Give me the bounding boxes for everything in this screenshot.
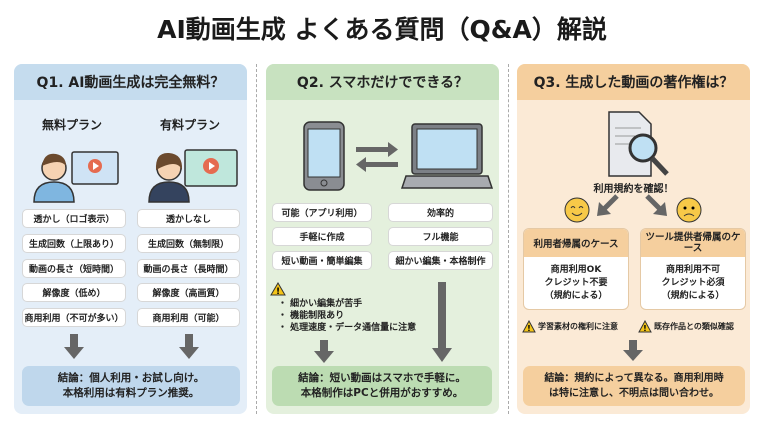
warning-similarity: ! 既存作品との類似確認 [638,320,734,333]
paid-item: 商用利用（可能） [137,308,240,327]
conclusion-line: 結論：規約によって異なる。商用利用時 [544,373,724,384]
q1-conclusion: 結論：個人利用・お試し向け。 本格利用は有料プラン推奨。 [22,366,240,406]
phone-item: 手軽に作成 [272,227,372,246]
down-arrow-icon [432,282,452,362]
conclusion-line: 結論：短い動画はスマホで手軽に。 [298,372,466,384]
divider [508,64,509,414]
conclusion-line: 本格制作はPCと併用がおすすめ。 [300,387,464,399]
svg-text:!: ! [276,287,280,296]
warning-text: 学習素材の権利に注意 [538,321,618,331]
case-line: （規約による） [661,291,725,301]
case-line: 商用利用OK [550,265,602,275]
warning-training-data: ! 学習素材の権利に注意 [522,320,618,333]
case-line: 商用利用不可 [665,265,720,275]
q3-title: Q3. 生成した動画の著作権は？ [517,64,750,100]
paid-plan-label: 有料プラン [159,118,220,132]
warning-icon: ! [638,320,652,333]
tool-provider-ownership-case: ツール提供者帰属のケース 商用利用不可 クレジット必須 （規約による） [640,228,746,310]
page-title: AI動画生成 よくある質問（Q&A）解説 [157,15,607,44]
case-line: クレジット不要 [544,278,608,288]
pc-item: 効率的 [388,203,493,222]
smiling-face-icon [564,197,590,223]
conclusion-line: 結論：個人利用・お試し向け。 [57,372,205,384]
laptop-icon [400,123,494,189]
q2-warnings: ・ 細かい編集が苦手 ・ 機能制限あり ・ 処理速度・データ通信量に注意 [278,298,416,334]
q1-title: Q1. AI動画生成は完全無料？ [14,64,247,100]
arrow-down-left-icon [597,194,619,216]
paid-item: 生成回数（無制限） [137,234,240,253]
free-item: 商用利用（不可が多い） [22,308,126,327]
conclusion-line: は特に注意し、不明点は問い合わせ。 [549,388,719,399]
phone-item: 短い動画・簡単編集 [272,251,372,270]
paid-item: 動画の長さ（長時間） [137,259,240,278]
q3-panel: Q3. 生成した動画の著作権は？ 利用規約を確認！ 利用者帰属のケース 商用利用… [517,64,750,414]
case-line: （規約による） [544,291,608,301]
case-title: 利用者帰属のケース [524,229,628,257]
pc-item: 細かい編集・本格制作 [388,251,493,270]
warning-text: 既存作品との類似確認 [654,321,734,331]
warning-icon: ! [522,320,536,333]
pc-item: フル機能 [388,227,493,246]
paid-user-video-icon [148,149,238,203]
divider [256,64,257,414]
case-line: クレジット必須 [661,278,725,288]
phone-item: 可能（アプリ利用） [272,203,372,222]
warning-item: ・ 処理速度・データ通信量に注意 [278,323,417,333]
user-ownership-case: 利用者帰属のケース 商用利用OK クレジット不要 （規約による） [523,228,629,310]
check-terms-label: 利用規約を確認！ [593,184,674,195]
q2-conclusion: 結論：短い動画はスマホで手軽に。 本格制作はPCと併用がおすすめ。 [272,366,492,406]
q2-panel: Q2. スマホだけでできる？ 可能（アプリ利用） 手軽に作成 短い動画・簡単編集… [266,64,499,414]
free-item: 透かし（ロゴ表示） [22,209,126,228]
warning-item: ・ 機能制限あり [278,311,345,321]
down-arrow-icon [314,340,334,363]
free-item: 動画の長さ（短時間） [22,259,126,278]
paid-item: 解像度（高画質） [137,283,240,302]
worried-face-icon [676,197,702,223]
svg-text:!: ! [643,324,647,333]
free-plan-label: 無料プラン [41,118,102,132]
conclusion-line: 本格利用は有料プラン推奨。 [62,387,200,399]
smartphone-icon [303,121,345,191]
arrow-down-right-icon [645,194,667,216]
warning-item: ・ 細かい編集が苦手 [278,299,363,309]
q3-conclusion: 結論：規約によって異なる。商用利用時 は特に注意し、不明点は問い合わせ。 [523,366,745,406]
down-arrow-icon [623,340,643,361]
free-user-video-icon [33,151,119,203]
q1-panel: Q1. AI動画生成は完全無料？ 無料プラン 有料プラン 透かし（ロゴ表示） 生… [14,64,247,414]
free-item: 生成回数（上限あり） [22,234,126,253]
document-search-icon [608,111,669,177]
svg-text:!: ! [527,324,531,333]
q2-title: Q2. スマホだけでできる？ [266,64,499,100]
free-item: 解像度（低め） [22,283,126,302]
down-arrow-icon [64,334,84,359]
warning-icon: ! [270,282,286,296]
down-arrow-icon [179,334,199,359]
exchange-arrows-icon [356,142,398,172]
paid-item: 透かしなし [137,209,240,228]
case-title: ツール提供者帰属のケース [641,229,745,257]
